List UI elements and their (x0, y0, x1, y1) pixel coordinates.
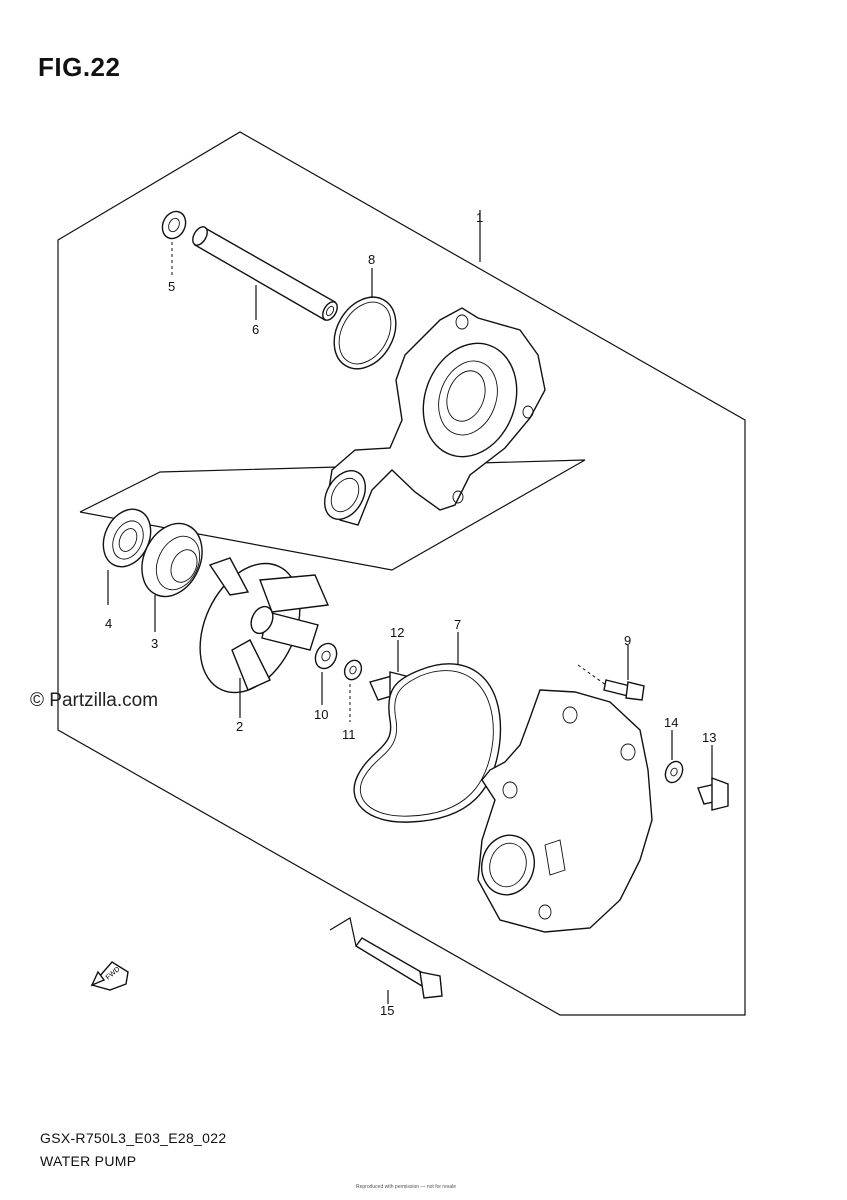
callout-12: 12 (390, 625, 404, 640)
part-11-washer (343, 659, 363, 681)
partzilla-watermark: © Partzilla.com (30, 690, 159, 711)
figure-title: FIG.22 (38, 52, 121, 82)
part-4-seal (102, 508, 152, 605)
pump-cover (477, 689, 653, 933)
part-3-mechanical-seal (141, 522, 203, 632)
callout-3: 3 (151, 636, 158, 651)
callout-11: 11 (342, 727, 356, 742)
figure-code: GSX-R750L3_E03_E28_022 (40, 1130, 227, 1146)
part-8-oring (333, 296, 397, 370)
part-13-bolt (697, 745, 729, 811)
callout-6: 6 (252, 322, 259, 337)
callout-5: 5 (168, 279, 175, 294)
callout-7: 7 (454, 617, 461, 632)
fwd-arrow-icon (90, 961, 129, 991)
callout-4: 4 (105, 616, 112, 631)
part-7-cover-gasket (353, 663, 502, 823)
part-15-long-bolt (354, 937, 443, 1004)
part-5-washer (161, 210, 187, 240)
callout-14: 14 (664, 715, 678, 730)
callout-10: 10 (314, 707, 328, 722)
callout-8: 8 (368, 252, 375, 267)
part-9-bolt (603, 645, 645, 701)
part-10-washer (314, 642, 338, 670)
callout-15: 15 (380, 1003, 394, 1018)
callout-9: 9 (624, 633, 631, 648)
pump-body-group-line (79, 459, 586, 571)
part-2-impeller (199, 557, 330, 718)
copyright-notice: Reproduced with permission — not for res… (356, 1184, 457, 1190)
part-14-washer (664, 760, 684, 784)
callout-1: 1 (476, 210, 483, 225)
callout-13: 13 (702, 730, 716, 745)
part-1-pump-body (324, 210, 546, 526)
part-6-shaft (192, 226, 338, 321)
callout-2: 2 (236, 719, 243, 734)
assembly-boundary (57, 131, 746, 1016)
figure-name: WATER PUMP (40, 1153, 137, 1169)
